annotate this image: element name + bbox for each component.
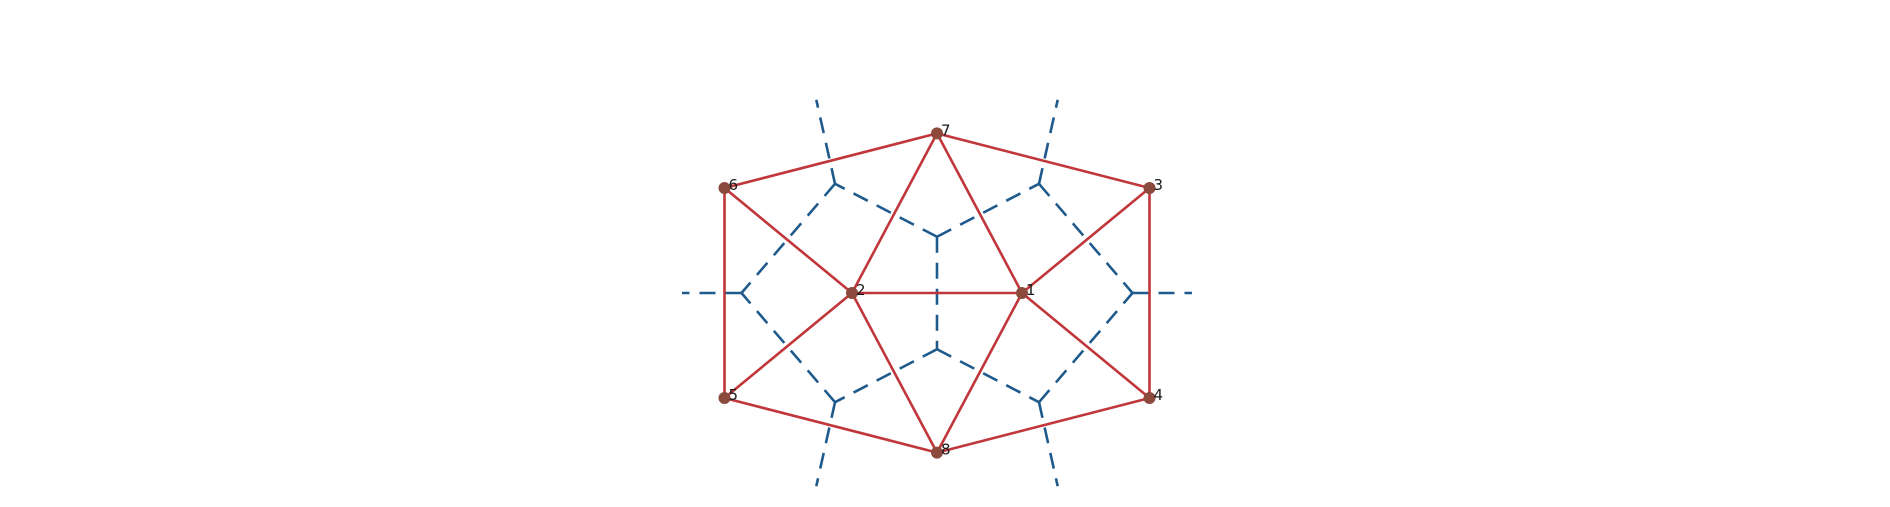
delaunay-edge-6-7 <box>723 132 939 190</box>
site-labels: 1 2 3 4 5 6 7 8 <box>729 121 1164 458</box>
voronoi-edge-f-bot_right_end <box>1037 401 1059 487</box>
delaunay-edge-1-8 <box>935 291 1024 454</box>
delaunay-edge-1-7 <box>935 132 1024 295</box>
voronoi-edge-d-f <box>936 348 1040 404</box>
site-label-4: 4 <box>1154 386 1164 404</box>
delaunay-edge-2-5 <box>723 291 854 400</box>
site-label-2: 2 <box>856 281 866 299</box>
voronoi-edge-a-g <box>740 182 836 294</box>
delaunay-edge-7-3 <box>935 132 1151 190</box>
site-points <box>718 127 1156 459</box>
delaunay-edge-8-5 <box>723 396 939 454</box>
site-point-6 <box>718 182 731 194</box>
voronoi-edge-e-bot_left_end <box>815 401 837 487</box>
site-point-7 <box>931 127 943 140</box>
voronoi-edge-c-b <box>936 182 1040 238</box>
delaunay-edge-1-4 <box>1020 291 1151 400</box>
site-label-7: 7 <box>941 121 951 139</box>
site-point-2 <box>846 287 858 299</box>
voronoi-edge-e-g <box>740 292 836 404</box>
voronoi-edge-b-h <box>1038 182 1134 294</box>
site-label-3: 3 <box>1154 176 1164 194</box>
voronoi-edge-f-h <box>1038 292 1134 404</box>
delaunay-edge-2-7 <box>850 132 939 295</box>
voronoi-edge-d-e <box>834 348 938 404</box>
site-label-1: 1 <box>1026 281 1036 299</box>
site-point-1 <box>1016 287 1028 299</box>
site-point-8 <box>931 446 943 459</box>
delaunay-edge-2-6 <box>723 186 854 295</box>
site-label-5: 5 <box>729 386 739 404</box>
site-point-4 <box>1143 392 1156 404</box>
site-point-5 <box>718 392 731 404</box>
site-point-3 <box>1143 182 1156 194</box>
voronoi-edge-b-top_right_end <box>1037 99 1059 185</box>
delaunay-edge-1-3 <box>1020 186 1151 295</box>
voronoi-edges <box>682 99 1192 487</box>
voronoi-edge-c-a <box>834 182 938 238</box>
voronoi-edge-a-top_left_end <box>815 99 837 185</box>
delaunay-edge-2-8 <box>850 291 939 454</box>
site-label-6: 6 <box>729 176 739 194</box>
site-label-8: 8 <box>941 441 951 459</box>
delaunay-edges <box>723 132 1151 454</box>
delaunay-edge-4-8 <box>935 396 1151 454</box>
